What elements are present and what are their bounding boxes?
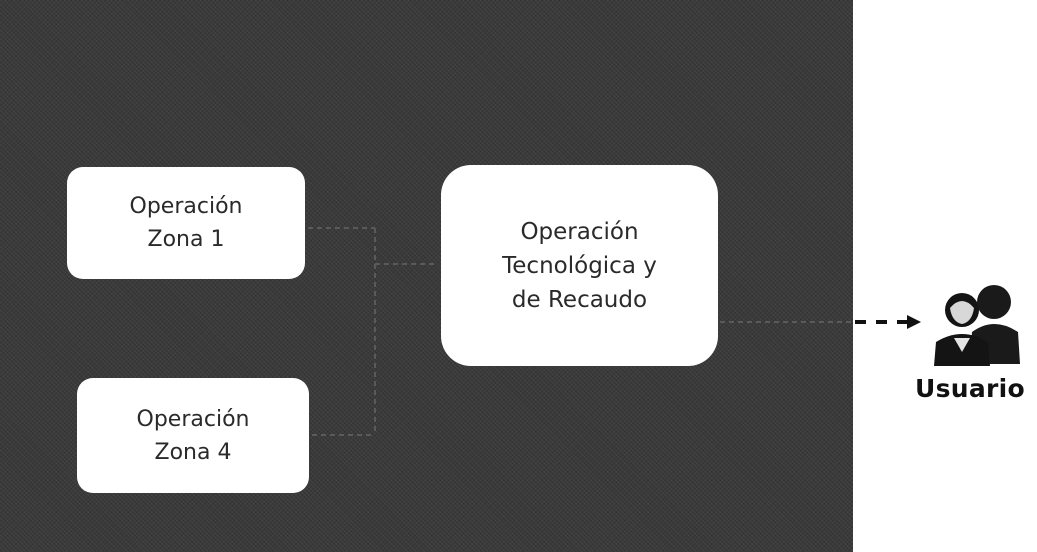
node-operacion-tecnologica-recaudo: Operación Tecnológica y de Recaudo <box>441 165 718 366</box>
node-zona1-line2: Zona 1 <box>147 227 225 252</box>
node-zona1-line1: Operación <box>129 194 243 219</box>
arrow-to-user <box>855 315 921 329</box>
node-operacion-zona-1: Operación Zona 1 <box>67 167 305 279</box>
user-label: Usuario <box>915 374 1026 403</box>
node-central-line3: de Recaudo <box>511 286 648 313</box>
node-zona4-line2: Zona 4 <box>154 439 232 465</box>
node-central-line2: Tecnológica y <box>502 252 657 279</box>
node-central-line1: Operación <box>520 218 639 245</box>
node-operacion-zona-4: Operación Zona 4 <box>77 378 309 493</box>
users-icon <box>934 285 1020 366</box>
node-zona4-line1: Operación <box>136 406 250 432</box>
